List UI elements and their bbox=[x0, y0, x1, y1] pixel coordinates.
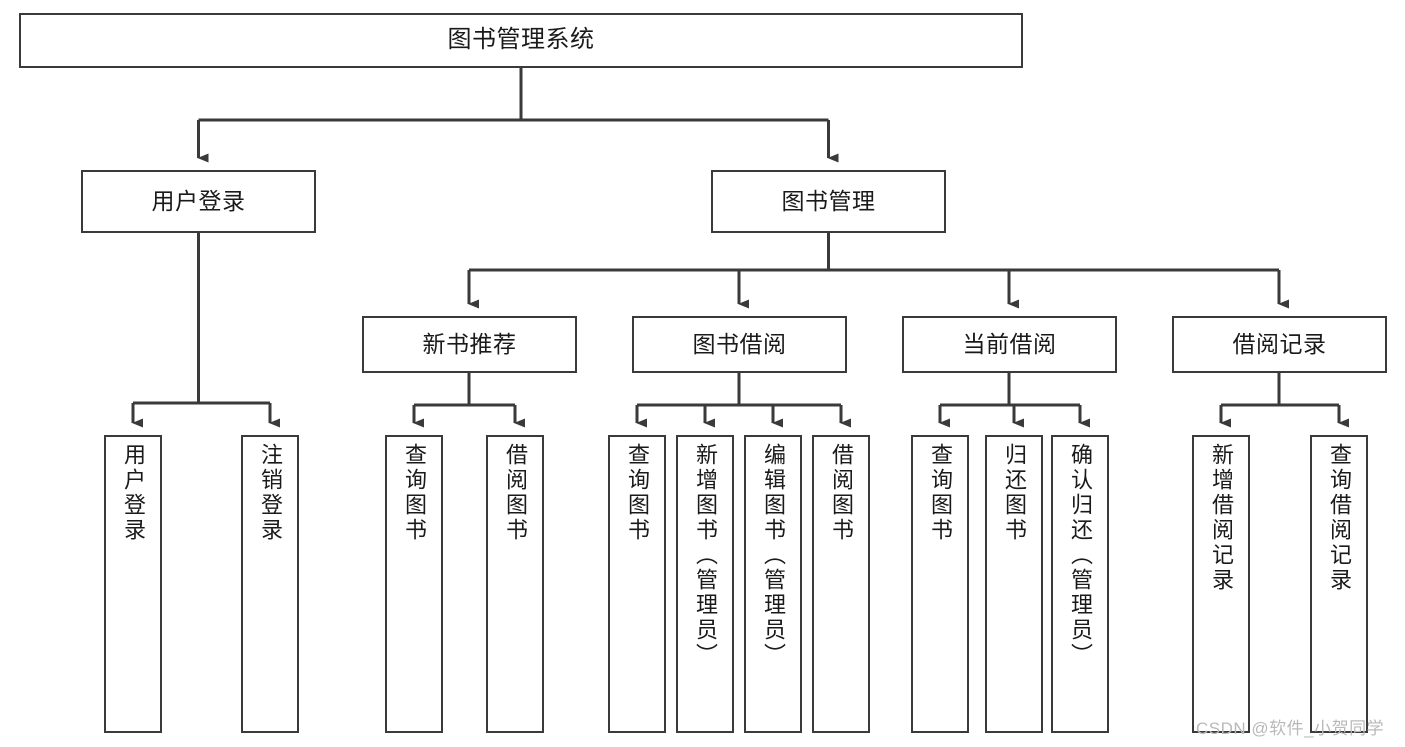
node-current-borrow[interactable]: 当前借阅 bbox=[902, 316, 1117, 373]
leaf-cb-query-book[interactable]: 查询图书 bbox=[911, 435, 969, 733]
connector-group-borrow-record bbox=[1219, 373, 1349, 428]
node-new-book-recommend[interactable]: 新书推荐 bbox=[362, 316, 577, 373]
leaf-bb-edit-book[interactable]: 编辑图书（管理员） bbox=[744, 435, 802, 733]
leaf-br-query-record[interactable]: 查询借阅记录 bbox=[1310, 435, 1368, 733]
leaf-br-add-record-label: 新增借阅记录 bbox=[1209, 443, 1234, 593]
connector-group-user-login bbox=[131, 233, 280, 428]
leaf-bb-add-book-label: 新增图书（管理员） bbox=[693, 443, 718, 668]
leaf-cb-return-book[interactable]: 归还图书 bbox=[985, 435, 1043, 733]
node-borrow-record[interactable]: 借阅记录 bbox=[1172, 316, 1387, 373]
leaf-nbr-query-book[interactable]: 查询图书 bbox=[385, 435, 443, 733]
connector-group-new-book-rec bbox=[412, 373, 525, 428]
leaf-nbr-borrow-book-label: 借阅图书 bbox=[503, 443, 528, 543]
leaf-cb-confirm-return-label: 确认归还（管理员） bbox=[1068, 443, 1093, 668]
node-borrow-record-label: 借阅记录 bbox=[1232, 330, 1327, 357]
node-book-management[interactable]: 图书管理 bbox=[711, 170, 946, 233]
connector-group-root bbox=[197, 68, 839, 163]
node-root-label: 图书管理系统 bbox=[447, 26, 595, 54]
leaf-logout-label: 注销登录 bbox=[258, 443, 283, 543]
leaf-bb-add-book[interactable]: 新增图书（管理员） bbox=[676, 435, 734, 733]
node-user-login-label: 用户登录 bbox=[151, 187, 246, 214]
node-user-login[interactable]: 用户登录 bbox=[81, 170, 316, 233]
node-current-borrow-label: 当前借阅 bbox=[962, 330, 1057, 357]
leaf-bb-borrow-book[interactable]: 借阅图书 bbox=[812, 435, 870, 733]
leaf-nbr-query-book-label: 查询图书 bbox=[402, 443, 427, 543]
leaf-nbr-borrow-book[interactable]: 借阅图书 bbox=[486, 435, 544, 733]
leaf-logout[interactable]: 注销登录 bbox=[241, 435, 299, 733]
leaf-bb-borrow-book-label: 借阅图书 bbox=[829, 443, 854, 543]
connector-group-book-mgmt bbox=[467, 233, 1289, 309]
leaf-br-query-record-label: 查询借阅记录 bbox=[1327, 443, 1352, 593]
leaf-bb-edit-book-label: 编辑图书（管理员） bbox=[761, 443, 786, 668]
leaf-br-add-record[interactable]: 新增借阅记录 bbox=[1192, 435, 1250, 733]
node-book-management-label: 图书管理 bbox=[781, 187, 876, 214]
connector-group-current-borrow bbox=[938, 373, 1090, 428]
leaf-user-login-label: 用户登录 bbox=[121, 443, 146, 543]
leaf-bb-query-book[interactable]: 查询图书 bbox=[608, 435, 666, 733]
node-book-borrow-label: 图书借阅 bbox=[692, 330, 787, 357]
node-root[interactable]: 图书管理系统 bbox=[19, 13, 1023, 68]
leaf-cb-confirm-return[interactable]: 确认归还（管理员） bbox=[1051, 435, 1109, 733]
node-new-book-recommend-label: 新书推荐 bbox=[422, 330, 517, 357]
connector-group-book-borrow bbox=[635, 373, 851, 428]
leaf-cb-return-book-label: 归还图书 bbox=[1002, 443, 1027, 543]
leaf-user-login[interactable]: 用户登录 bbox=[104, 435, 162, 733]
node-book-borrow[interactable]: 图书借阅 bbox=[632, 316, 847, 373]
leaf-bb-query-book-label: 查询图书 bbox=[625, 443, 650, 543]
leaf-cb-query-book-label: 查询图书 bbox=[928, 443, 953, 543]
